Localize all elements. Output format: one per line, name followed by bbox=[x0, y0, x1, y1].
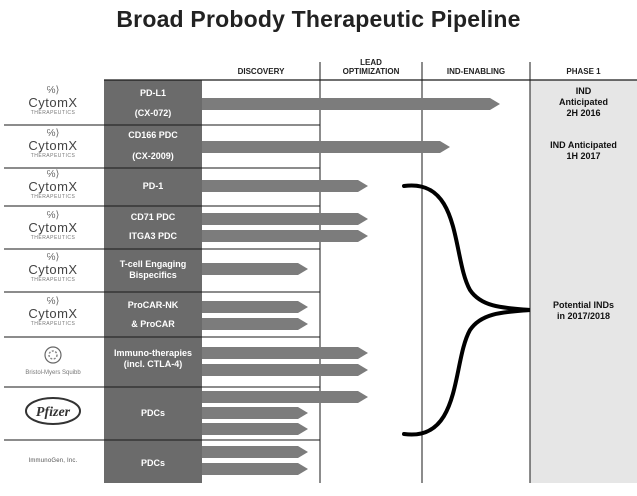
program-label: (CX-2009) bbox=[132, 151, 174, 161]
program-label: Immuno-therapies (incl. CTLA-4) bbox=[113, 348, 192, 369]
program-label: & ProCAR bbox=[131, 319, 175, 329]
program-label: PD-1 bbox=[142, 181, 164, 191]
pfizer-logo: Pfizer bbox=[4, 395, 102, 433]
progress-arrow-immunotherapies-1 bbox=[202, 347, 368, 359]
progress-arrow-t-cell-bispecifics bbox=[202, 263, 308, 275]
program-label: CD71 PDC bbox=[130, 212, 176, 222]
phase1-background bbox=[530, 80, 637, 483]
pipeline-diagram bbox=[4, 62, 637, 483]
program-label: CD166 PDC bbox=[128, 130, 178, 140]
progress-arrow-pd-1 bbox=[202, 180, 368, 192]
progress-arrow-pfizer-2 bbox=[202, 407, 308, 419]
cytomx-logo: ℅⟩ CytomX THERAPEUTICS bbox=[28, 252, 78, 283]
progress-arrow-pfizer-3 bbox=[202, 423, 308, 435]
immunogen-logo: ImmunoGen, Inc. bbox=[28, 458, 78, 464]
progress-arrow-procar bbox=[202, 318, 308, 330]
program-label: T-cell Engaging Bispecifics bbox=[119, 259, 187, 280]
cytomx-logo: ℅⟩ CytomX THERAPEUTICS bbox=[28, 210, 78, 241]
cytomx-logo: ℅⟩ CytomX THERAPEUTICS bbox=[28, 128, 78, 159]
progress-arrow-pd-l1 bbox=[202, 98, 500, 110]
pfizer-oval-icon: Pfizer bbox=[25, 397, 81, 425]
bms-seal-icon bbox=[44, 346, 62, 364]
cytomx-logo: ℅⟩ CytomX THERAPEUTICS bbox=[28, 169, 78, 200]
page-title: Broad Probody Therapeutic Pipeline bbox=[116, 6, 521, 32]
program-label: PDCs bbox=[140, 458, 165, 468]
phase-header-phase-1: PHASE 1 bbox=[566, 67, 601, 76]
grouping-brace bbox=[402, 183, 531, 437]
program-label: ProCAR-NK bbox=[127, 300, 179, 310]
program-label: PD-L1 bbox=[139, 88, 166, 98]
phase-header-discovery: DISCOVERY bbox=[237, 67, 285, 76]
program-label: PDCs bbox=[140, 408, 165, 418]
progress-arrow-cd71-pdc bbox=[202, 213, 368, 225]
ind-note-cd166: IND Anticipated 1H 2017 bbox=[550, 140, 617, 161]
progress-arrow-procar-nk bbox=[202, 301, 308, 313]
program-label-column bbox=[104, 80, 202, 483]
bms-logo: Bristol-Myers Squibb bbox=[4, 345, 102, 383]
ind-note-pd-l1: IND Anticipated 2H 2016 bbox=[558, 86, 608, 118]
svg-text:Pfizer: Pfizer bbox=[36, 405, 71, 420]
progress-arrow-itga3-pdc bbox=[202, 230, 368, 242]
progress-arrow-pfizer-1 bbox=[202, 391, 368, 403]
ind-note-potential: Potential INDs in 2017/2018 bbox=[552, 300, 614, 321]
phase-header-ind-enabling: IND-ENABLING bbox=[446, 67, 506, 76]
progress-arrow-immunotherapies-2 bbox=[202, 364, 368, 376]
progress-arrow-cd166-pdc bbox=[202, 141, 450, 153]
cytomx-logo: ℅⟩ CytomX THERAPEUTICS bbox=[28, 296, 78, 327]
program-label: ITGA3 PDC bbox=[128, 231, 177, 241]
cytomx-logo: ℅⟩ CytomX THERAPEUTICS bbox=[28, 85, 78, 116]
program-label: (CX-072) bbox=[134, 108, 172, 118]
progress-arrow-immunogen-2 bbox=[202, 463, 308, 475]
phase-header-lead-optimization: LEAD OPTIMIZATION bbox=[342, 58, 400, 76]
progress-arrow-immunogen-1 bbox=[202, 446, 308, 458]
